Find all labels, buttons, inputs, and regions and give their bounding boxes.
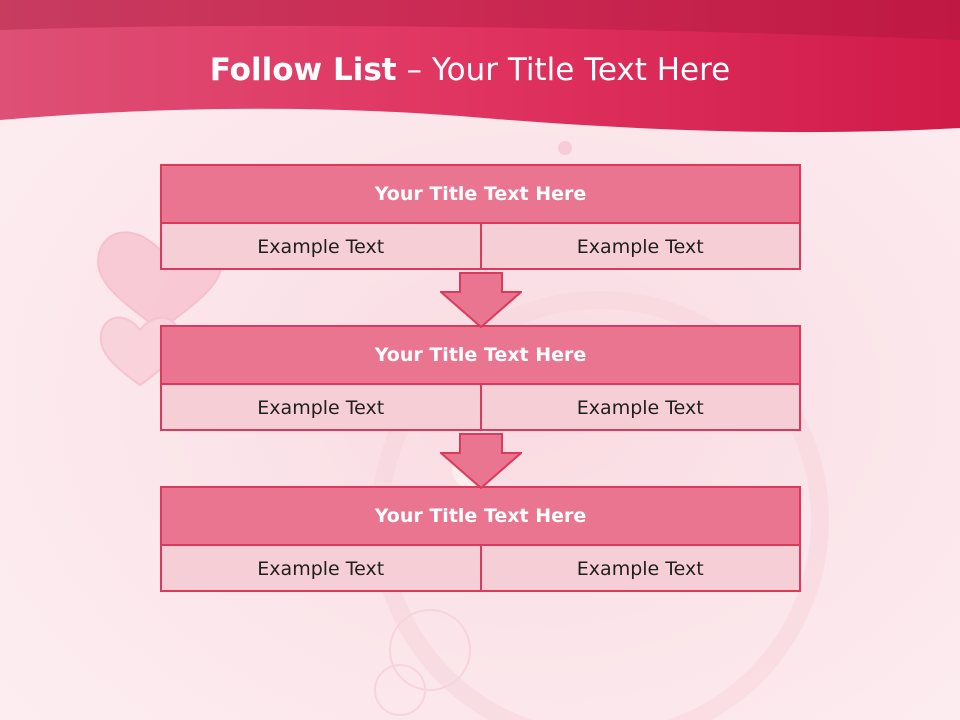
step-title: Your Title Text Here bbox=[162, 488, 799, 546]
step-cell-left: Example Text bbox=[162, 224, 482, 270]
step-row: Example Text Example Text bbox=[162, 546, 799, 592]
slide-title-rest: Your Title Text Here bbox=[431, 52, 731, 88]
step-block-2: Your Title Text Here Example Text Exampl… bbox=[160, 325, 801, 431]
arrow-down-icon bbox=[440, 272, 522, 328]
step-block-3: Your Title Text Here Example Text Exampl… bbox=[160, 486, 801, 592]
header-band bbox=[0, 0, 960, 133]
step-cell-right: Example Text bbox=[576, 236, 704, 258]
step-row: Example Text Example Text bbox=[162, 385, 799, 431]
step-cell-left: Example Text bbox=[162, 546, 482, 592]
slide-title-strong: Follow List bbox=[209, 52, 397, 88]
step-title: Your Title Text Here bbox=[162, 327, 799, 385]
step-block-1: Your Title Text Here Example Text Exampl… bbox=[160, 164, 801, 270]
step-row: Example Text Example Text bbox=[162, 224, 799, 270]
slide-title: Follow List – Your Title Text Here bbox=[0, 52, 940, 88]
step-cell-left: Example Text bbox=[162, 385, 482, 431]
step-cell-right: Example Text bbox=[576, 558, 704, 580]
step-title: Your Title Text Here bbox=[162, 166, 799, 224]
step-cell-right: Example Text bbox=[576, 397, 704, 419]
slide-title-separator: – bbox=[396, 52, 432, 88]
arrow-down-icon bbox=[440, 433, 522, 489]
